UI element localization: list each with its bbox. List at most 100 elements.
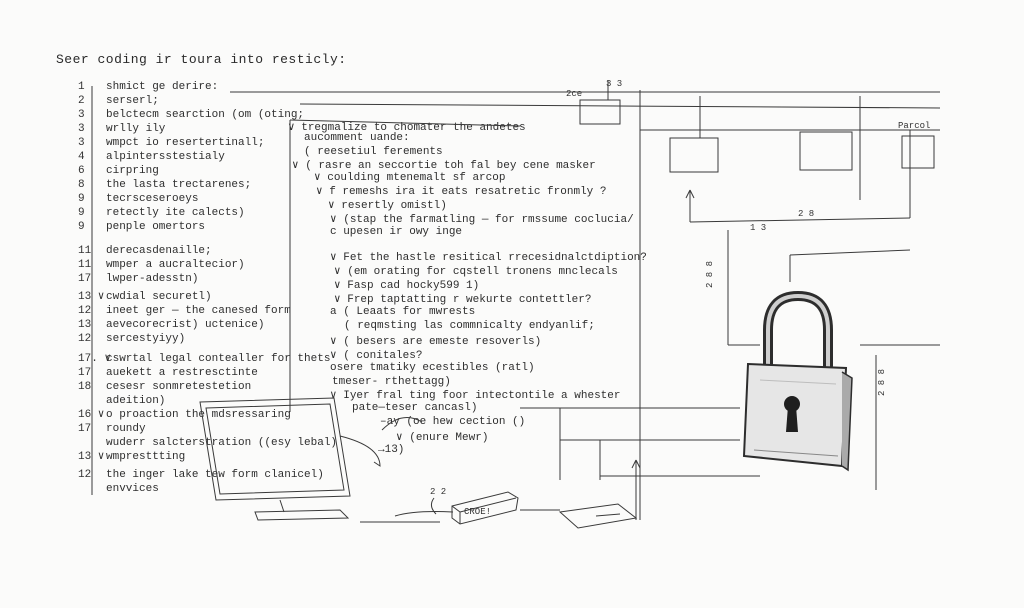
line-text: adeition) — [106, 395, 166, 407]
note-line: ∨ (enure Mewr) — [396, 432, 489, 444]
grid-box-1 — [669, 137, 719, 173]
grid-box-2 — [799, 131, 853, 171]
code-line: 6 cirpring — [78, 164, 159, 178]
line-text: wrlly ily — [106, 123, 166, 135]
line-text: cwdial securetl) — [106, 291, 212, 303]
line-text: the lasta trectarenes; — [106, 179, 252, 191]
diagram-label-vert-a: 2 8 8 — [705, 261, 715, 288]
code-line: 9 retectly ite calects) — [78, 206, 245, 220]
note-line: ∨ coulding mtenemalt sf arcop — [314, 172, 506, 184]
note-line: osere tmatiky ecestibles (ratl) — [330, 362, 535, 374]
code-line: 3 wmpct io resertertinall; — [78, 136, 264, 150]
diagram-label-dim: 2 8 — [798, 209, 814, 219]
line-text: wmper a aucraltecior) — [106, 259, 245, 271]
line-text: o proaction the mdsressaring — [106, 409, 291, 421]
line-number: 6 — [78, 165, 85, 177]
code-line: 8 the lasta trectarenes; — [78, 178, 251, 192]
line-text: serserl; — [106, 95, 159, 107]
code-line: 13 ∨cwdial securetl) — [78, 290, 212, 304]
line-text: shmict ge derire: — [106, 81, 219, 93]
line-number: 13 ∨ — [78, 451, 105, 463]
line-number: 12 — [78, 333, 92, 345]
note-line: pate—teser cancasl) — [352, 402, 478, 414]
line-number: 17 — [78, 273, 92, 285]
line-number: 12 — [78, 469, 92, 481]
line-number: 9 — [78, 207, 85, 219]
code-line: 13 ∨wmpresttting — [78, 450, 185, 464]
line-text: sercestyiyy) — [106, 333, 186, 345]
line-number: 8 — [78, 179, 85, 191]
line-number: 9 — [78, 193, 85, 205]
note-line: ∨ ( rasre an seccortie toh fal bey cene … — [292, 160, 596, 172]
top-small-box — [579, 99, 621, 125]
line-number: 11 — [78, 259, 92, 271]
line-text: cesesr sonmretestetion — [106, 381, 252, 393]
code-line: 11 wmper a aucraltecior) — [78, 258, 245, 272]
note-line: a ( Leaats for mwrests — [330, 306, 476, 318]
code-line: 9 tecrsceseroeys — [78, 192, 198, 206]
code-line: 12 sercestyiyy) — [78, 332, 185, 346]
note-line: ∨ ( besers are emeste resoverls) — [330, 336, 542, 348]
line-number: 11 — [78, 245, 92, 257]
line-text: penple omertors — [106, 221, 206, 233]
note-line: ∨ f remeshs ira it eats resatretic fronm… — [316, 186, 607, 198]
line-text: cswrtal legal contealler for thets — [106, 353, 331, 365]
line-text: belctecm searction (om (oting; — [106, 109, 305, 121]
line-text: ineet ger — the canesed form — [106, 305, 291, 317]
line-number: 4 — [78, 151, 85, 163]
note-line: →13) — [378, 444, 405, 456]
note-line: c upesen ir owy inge — [330, 226, 463, 238]
code-line: 12 the inger lake tew form clanicel) — [78, 468, 324, 482]
note-line: ( reqmsting las commnicalty endyanlif; — [344, 320, 595, 332]
line-text: derecasdenaille; — [106, 245, 212, 257]
note-line: ∨ ( conitales? — [330, 350, 423, 362]
note-line: ∨ (stap the farmatling — for rmssume coc… — [330, 214, 634, 226]
device-tag: 2 2 — [430, 487, 446, 497]
diagram-label-top: 2ce — [566, 89, 582, 99]
code-line: 17 lwper-adesstn) — [78, 272, 198, 286]
line-text: cirpring — [106, 165, 159, 177]
line-text: lwper-adesstn) — [106, 273, 199, 285]
note-line: ∨ Fasp cad hocky599 1) — [334, 280, 480, 292]
line-number: 17. ∨ — [78, 353, 112, 365]
code-line: 9 penple omertors — [78, 220, 205, 234]
line-number: 17 — [78, 367, 92, 379]
line-text: tecrsceseroeys — [106, 193, 199, 205]
mid-top-line — [289, 119, 521, 127]
line-number: 13 ∨ — [78, 291, 105, 303]
code-line: 17. ∨cswrtal legal contealler for thets — [78, 352, 330, 366]
code-line: adeition) — [78, 394, 165, 408]
computer-monitor-icon — [199, 397, 351, 521]
diagram-label-parcel: Parcol — [898, 121, 930, 131]
sketch-title: Seer coding ir toura into resticly: — [56, 52, 347, 67]
line-number: 16 ∨ — [78, 409, 105, 421]
line-text: retectly ite calects) — [106, 207, 245, 219]
line-number: 1 — [78, 81, 85, 93]
note-line: aucomment uande: — [304, 132, 410, 144]
code-line: envvices — [78, 482, 159, 496]
diagram-label-top-small: 3 3 — [606, 79, 622, 89]
line-number: 9 — [78, 221, 85, 233]
padlock-icon — [742, 290, 853, 472]
line-text: wuderr salcterstration ((esy lebal) — [106, 437, 338, 449]
code-line: 1 shmict ge derire: — [78, 80, 218, 94]
line-number: 12 — [78, 305, 92, 317]
line-text: the inger lake tew form clanicel) — [106, 469, 324, 481]
code-line: 18 cesesr sonmretestetion — [78, 380, 251, 394]
note-line: ∨ Iyer fral ting foor intectontile a whe… — [330, 390, 621, 402]
code-line: 16 ∨o proaction the mdsressaring — [78, 408, 291, 422]
line-text: wmpct io resertertinall; — [106, 137, 265, 149]
note-line: ∨ (em orating for cqstell tronens mnclec… — [334, 266, 618, 278]
line-text: aevecorecrist) uctenice) — [106, 319, 265, 331]
note-line: tmeser- rthettagg) — [332, 376, 451, 388]
line-number: 3 — [78, 137, 85, 149]
line-text: envvices — [106, 483, 159, 495]
line-number: 18 — [78, 381, 92, 393]
